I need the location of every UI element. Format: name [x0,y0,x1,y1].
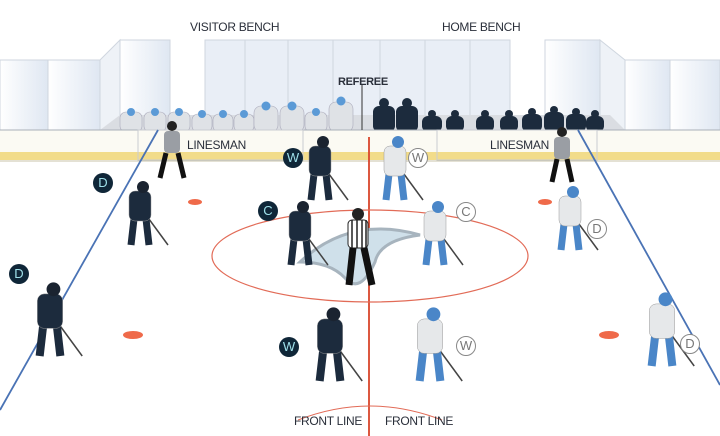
home-player-badge: W [456,336,476,356]
visitor-player-figure [127,181,169,246]
home-player-figure [415,307,463,382]
linesman-left-figure [157,121,187,179]
home-player-figure [422,201,464,266]
home-player-badge: D [680,334,700,354]
visitor-player-figure [307,136,349,201]
boards [0,130,720,154]
visitor-player-figure [287,201,329,266]
visitor-player-badge: W [279,337,299,357]
visitor-player-badge: D [93,173,113,193]
visitor-player-figure [35,282,83,357]
left-blue-line [0,129,159,411]
linesman-left-label: LINESMAN [187,138,246,152]
linesman-right-label: LINESMAN [490,138,549,152]
home-player-badge: C [456,202,476,222]
home-player-figure [647,292,695,367]
front-line-arc [297,405,443,421]
visitor-bench-players [119,96,354,133]
home-bench-players [373,98,604,132]
home-player-badge: D [587,219,607,239]
home-bench-label: HOME BENCH [442,20,521,34]
home-bench-door [436,129,598,161]
home-player-badge: W [408,148,428,168]
visitor-player-badge: C [258,201,278,221]
referee-label: REFEREE [338,76,388,88]
front-line-right-label: FRONT LINE [385,414,454,428]
linesman-right-figure [549,127,575,183]
visitor-player-figure [315,307,363,382]
visitor-bench-door [137,129,304,161]
faceoff-dots [123,199,619,339]
front-line-left-label: FRONT LINE [294,414,363,428]
home-player-figure [382,136,424,201]
home-player-figure [557,186,599,251]
center-faceoff-circle [211,209,529,303]
players [35,136,695,382]
referee-figure [345,208,376,286]
board-stripe [0,152,720,160]
visitor-player-badge: W [283,148,303,168]
visitor-player-badge: D [9,264,29,284]
visitor-bench-label: VISITOR BENCH [190,20,280,34]
